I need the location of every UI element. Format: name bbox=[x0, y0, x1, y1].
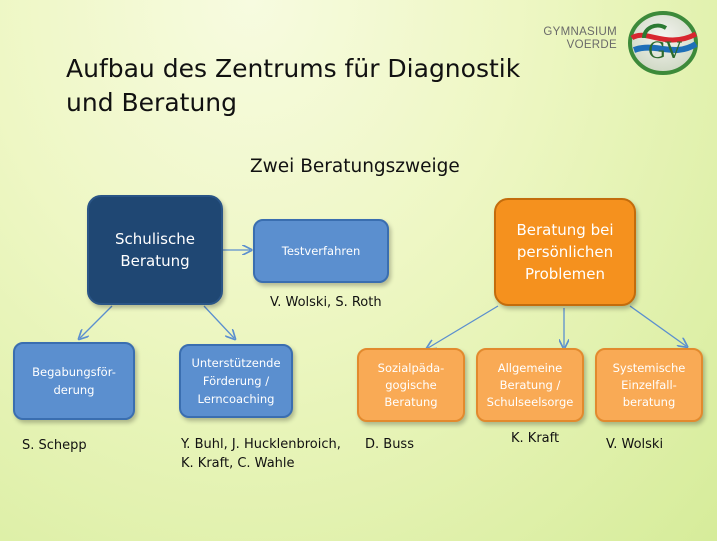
school-name: GYMNASIUM VOERDE bbox=[543, 26, 617, 52]
box-systemische-beratung: Systemische Einzelfall- beratung bbox=[595, 348, 703, 422]
box-unterstuetzende-foerderung: Unterstützende Förderung / Lerncoaching bbox=[179, 344, 293, 418]
slide-title: Aufbau des Zentrums für Diagnostik und B… bbox=[66, 54, 521, 117]
people-testverfahren: V. Wolski, S. Roth bbox=[270, 295, 382, 310]
school-name-line1: GYMNASIUM bbox=[543, 26, 617, 38]
people-systemische: V. Wolski bbox=[606, 437, 664, 452]
box-beratung-persoenliche-probleme: Beratung bei persönlichen Problemen bbox=[494, 198, 636, 306]
arrow-to-systemische bbox=[629, 305, 686, 346]
arrow-to-unterstuetzende bbox=[203, 305, 234, 338]
box-allgemeine-beratung: Allgemeine Beratung / Schulseelsorge bbox=[476, 348, 584, 422]
box-testverfahren: Testverfahren bbox=[253, 219, 389, 283]
box-sozialpaedagogische-beratung: Sozialpäda- gogische Beratung bbox=[357, 348, 465, 422]
school-name-line2: VOERDE bbox=[566, 39, 617, 51]
logo-emblem-letters: GV bbox=[648, 39, 683, 64]
box-schulische-beratung: Schulische Beratung bbox=[87, 195, 223, 305]
school-logo-icon: GV bbox=[628, 11, 698, 75]
arrow-to-sozial bbox=[428, 305, 499, 348]
people-begabung: S. Schepp bbox=[22, 438, 87, 453]
slide-subtitle: Zwei Beratungszweige bbox=[250, 156, 460, 177]
people-allgemeine: K. Kraft bbox=[511, 431, 560, 446]
arrow-to-begabung bbox=[80, 305, 113, 338]
people-sozial: D. Buss bbox=[365, 437, 414, 452]
people-unterstuetzende: Y. Buhl, J. Hucklenbroich, K. Kraft, C. … bbox=[181, 437, 341, 471]
box-begabungsfoerderung: Begabungsför- derung bbox=[13, 342, 135, 420]
